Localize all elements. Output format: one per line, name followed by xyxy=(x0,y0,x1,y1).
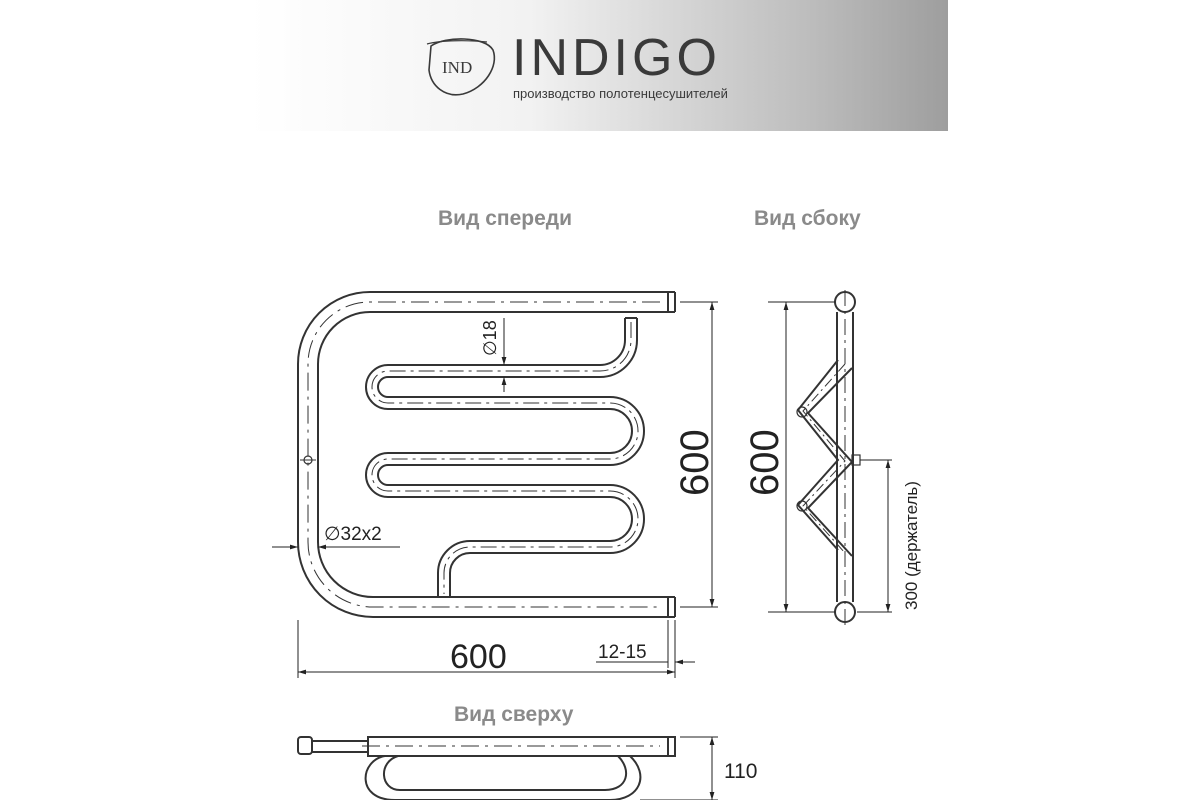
front-view-dimensions xyxy=(272,301,718,678)
side-view-dimensions xyxy=(768,301,892,613)
top-view-drawing xyxy=(297,736,676,800)
main-pipe-diameter-label: ∅32x2 xyxy=(324,524,382,545)
side-view-title: Вид сбоку xyxy=(754,207,861,230)
top-view-title: Вид сверху xyxy=(454,703,574,726)
brand-logo-icon: IND xyxy=(426,38,496,96)
front-view-drawing xyxy=(297,291,676,618)
header-banner xyxy=(250,0,948,131)
side-height-label: 600 xyxy=(743,429,787,496)
wall-gap-label: 12-15 xyxy=(598,642,647,663)
front-view-title: Вид спереди xyxy=(438,207,573,230)
coil-diameter-label: ∅18 xyxy=(480,320,500,356)
holder-label: 300 (держатель) xyxy=(902,481,921,610)
front-height-label: 600 xyxy=(673,429,717,496)
top-view-dimensions xyxy=(640,736,718,800)
brand-tagline: производство полотенцесушителей xyxy=(513,86,728,101)
side-view-drawing xyxy=(796,290,861,625)
logo-mark: IND xyxy=(442,58,472,77)
brand-name: INDIGO xyxy=(512,29,721,87)
depth-label: 110 xyxy=(724,760,757,783)
front-width-label: 600 xyxy=(450,638,507,676)
